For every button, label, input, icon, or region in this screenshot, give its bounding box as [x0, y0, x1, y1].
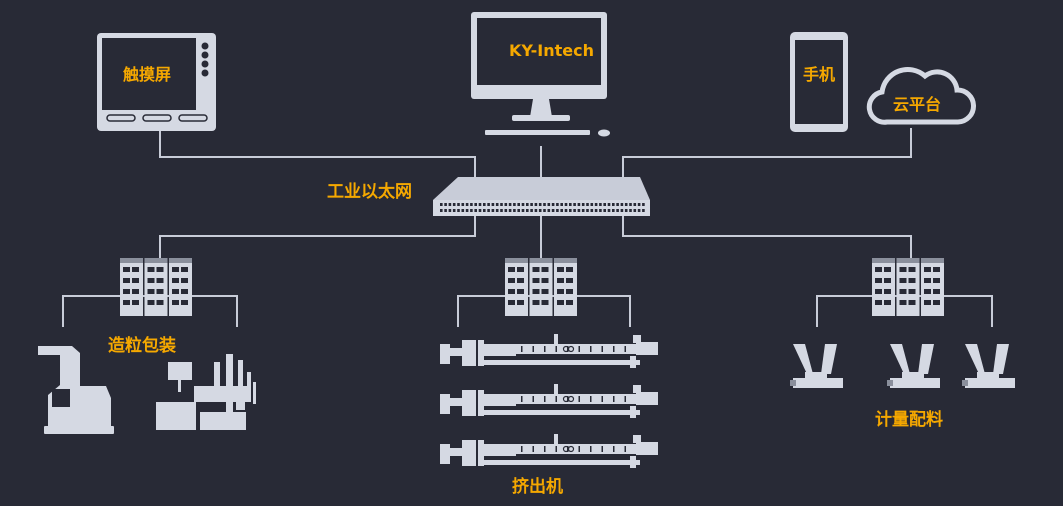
plc-controller-center	[505, 258, 577, 316]
dosing-hopper-icon	[962, 344, 1015, 388]
phone-label: 手机	[803, 65, 836, 84]
granulator-machine-icon	[38, 346, 114, 434]
extruder-machine-icon	[440, 334, 658, 368]
dosing-hopper-icon	[790, 344, 843, 388]
plc-controller-right	[872, 258, 944, 316]
granulation-label: 造粒包装	[108, 336, 176, 356]
pc-label: KY-Intech	[509, 41, 594, 60]
touchscreen-label: 触摸屏	[123, 65, 172, 84]
mobile-phone-icon	[790, 32, 848, 132]
dosing-label: 计量配料	[875, 410, 943, 430]
dosing-hopper-icon	[887, 344, 940, 388]
plc-controller-left	[120, 258, 192, 316]
cloud-icon	[866, 66, 976, 125]
packaging-machine-icon	[156, 354, 256, 430]
touchscreen-icon	[97, 33, 216, 131]
ethernet-switch-icon	[433, 177, 650, 216]
cloud-label: 云平台	[893, 95, 942, 114]
ethernet-label: 工业以太网	[327, 182, 412, 202]
extruder-machine-icon	[440, 434, 658, 468]
extruder-machine-icon	[440, 384, 658, 418]
extruder-label: 挤出机	[512, 477, 563, 497]
computer-monitor-icon	[471, 12, 610, 137]
